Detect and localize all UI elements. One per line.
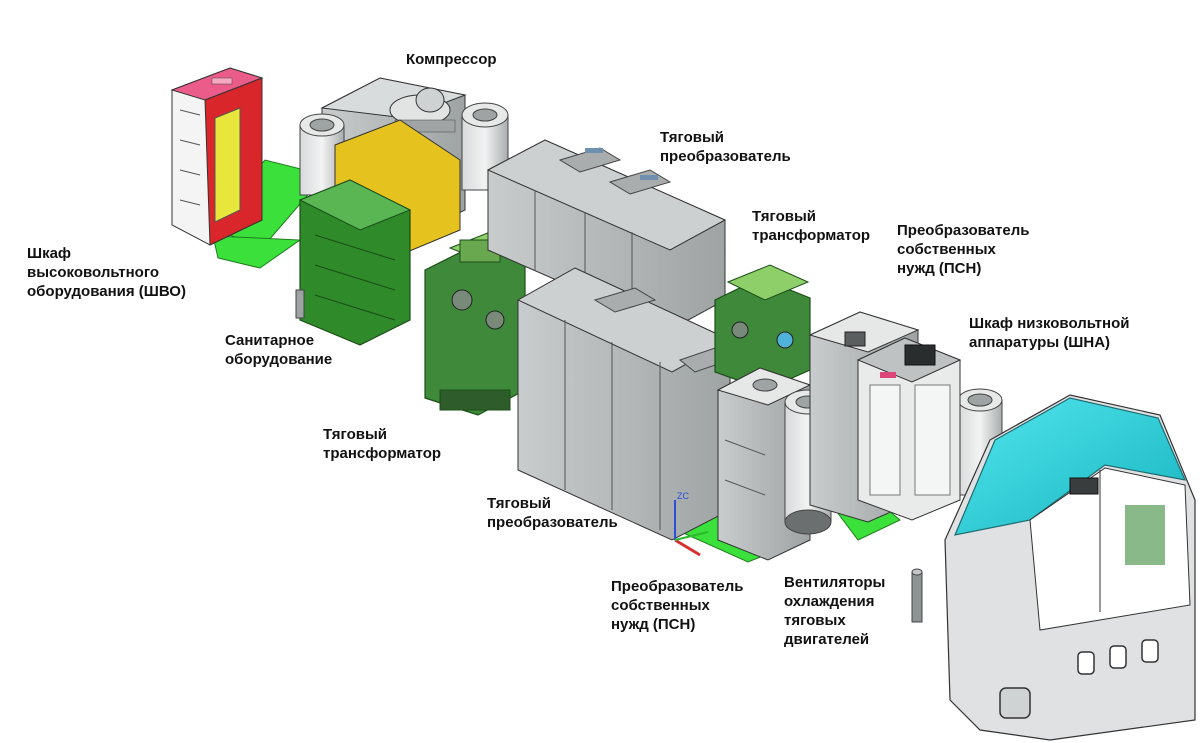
label-traction-converter-bottom: Тяговый преобразователь	[487, 495, 618, 531]
sanitary-module	[295, 119, 461, 346]
support-pole	[911, 568, 923, 623]
label-motor-fans: Вентиляторы охлаждения тяговых двигателе…	[784, 574, 886, 648]
low-voltage-cabinet	[856, 337, 962, 521]
label-low-voltage-cabinet: Шкаф низковольтной аппаратуры (ШНА)	[969, 315, 1130, 351]
label-sanitary: Санитарное оборудование	[225, 332, 333, 368]
axis-label-zc: ZC	[677, 491, 689, 501]
axis-triad	[674, 500, 709, 557]
hv-cabinet	[170, 67, 264, 246]
label-traction-transformer-right: Тяговый трансформатор	[752, 208, 871, 244]
label-aux-converter-top: Преобразователь собственных нужд (ПСН)	[897, 222, 1030, 277]
floor-segment-hv-lower	[212, 235, 302, 269]
label-traction-transformer-left: Тяговый трансформатор	[323, 426, 442, 462]
traction-transformer-left	[424, 231, 527, 416]
label-aux-converter-bottom: Преобразователь собственных нужд (ПСН)	[611, 578, 744, 633]
traction-converter-lower	[516, 267, 732, 541]
driver-cab	[944, 394, 1196, 741]
label-high-voltage-cabinet: Шкаф высоковольтного оборудования (ШВО)	[27, 245, 186, 300]
label-compressor: Компрессор	[406, 51, 497, 68]
label-traction-converter-top: Тяговый преобразователь	[660, 129, 791, 165]
traction-converter-upper	[486, 139, 727, 331]
